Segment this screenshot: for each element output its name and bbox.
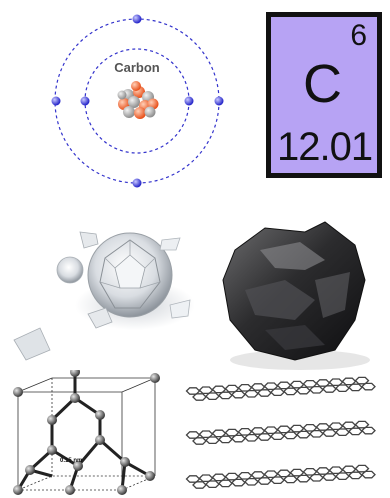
- hexagon-ring: [270, 388, 285, 397]
- hexagon-ring: [231, 390, 246, 399]
- lattice-atoms: [13, 370, 160, 495]
- graphene-sheet: [185, 420, 376, 445]
- graphene-sheet: [185, 376, 376, 401]
- hexagon-ring: [335, 428, 350, 437]
- element-card: 6 C 12.01: [266, 12, 382, 178]
- hexagon-ring: [192, 437, 207, 445]
- graphite-layers-diagram: [185, 376, 376, 489]
- nucleus: [117, 81, 159, 119]
- hexagon-ring: [218, 435, 233, 444]
- hexagon-ring: [322, 385, 337, 393]
- hexagon-ring: [192, 393, 207, 401]
- hexagon-ring: [205, 480, 220, 489]
- hexagon-ring: [257, 433, 272, 441]
- hexagon-ring: [322, 473, 337, 481]
- electron: [132, 178, 142, 188]
- hexagon-ring: [205, 392, 220, 401]
- hexagon-ring: [296, 386, 311, 395]
- hexagon-ring: [361, 470, 376, 479]
- graphite-image: [222, 221, 370, 370]
- hexagon-ring: [348, 471, 363, 480]
- hexagon-ring: [296, 430, 311, 439]
- hexagon-ring: [361, 382, 376, 391]
- hexagon-ring: [270, 476, 285, 485]
- hexagon-ring: [218, 391, 233, 400]
- hexagon-ring: [309, 473, 324, 482]
- atom-label: Carbon: [114, 60, 160, 75]
- hexagon-ring: [218, 479, 233, 488]
- graphene-sheet: [185, 464, 376, 489]
- hexagon-ring: [348, 427, 363, 436]
- hexagon-ring: [296, 474, 311, 483]
- unit-cell: [17, 377, 156, 491]
- hexagon-ring: [283, 387, 298, 396]
- hexagon-ring: [322, 429, 337, 437]
- hexagon-ring: [244, 477, 259, 486]
- electron: [80, 96, 90, 106]
- bonds: [16, 372, 151, 491]
- hexagon-ring: [348, 383, 363, 392]
- hexagon-ring: [361, 426, 376, 435]
- atomic-mass: 12.01: [277, 125, 373, 169]
- hexagon-ring: [270, 432, 285, 441]
- atomic-number: 6: [350, 19, 367, 52]
- hexagon-ring: [244, 389, 259, 398]
- electron: [51, 96, 61, 106]
- hexagon-ring: [192, 481, 207, 489]
- hexagon-ring: [244, 433, 259, 442]
- hexagon-ring: [283, 475, 298, 484]
- electron: [214, 96, 224, 106]
- hexagon-ring: [257, 477, 272, 485]
- hexagon-ring: [283, 431, 298, 440]
- diamond-lattice-diagram: 0.15 nm: [13, 370, 160, 495]
- hexagon-ring: [231, 434, 246, 443]
- hexagon-ring: [231, 478, 246, 487]
- hexagon-ring: [335, 472, 350, 481]
- hexagon-ring: [309, 429, 324, 438]
- diamond-image: [13, 231, 195, 361]
- hexagon-ring: [205, 436, 220, 445]
- electron: [132, 14, 142, 24]
- hexagon-ring: [257, 389, 272, 397]
- electron: [184, 96, 194, 106]
- bond-length-label: 0.15 nm: [60, 458, 82, 464]
- hexagon-ring: [335, 384, 350, 393]
- carbon-atom-diagram: Carbon: [51, 14, 224, 188]
- hexagon-ring: [309, 385, 324, 394]
- element-symbol: C: [303, 54, 342, 114]
